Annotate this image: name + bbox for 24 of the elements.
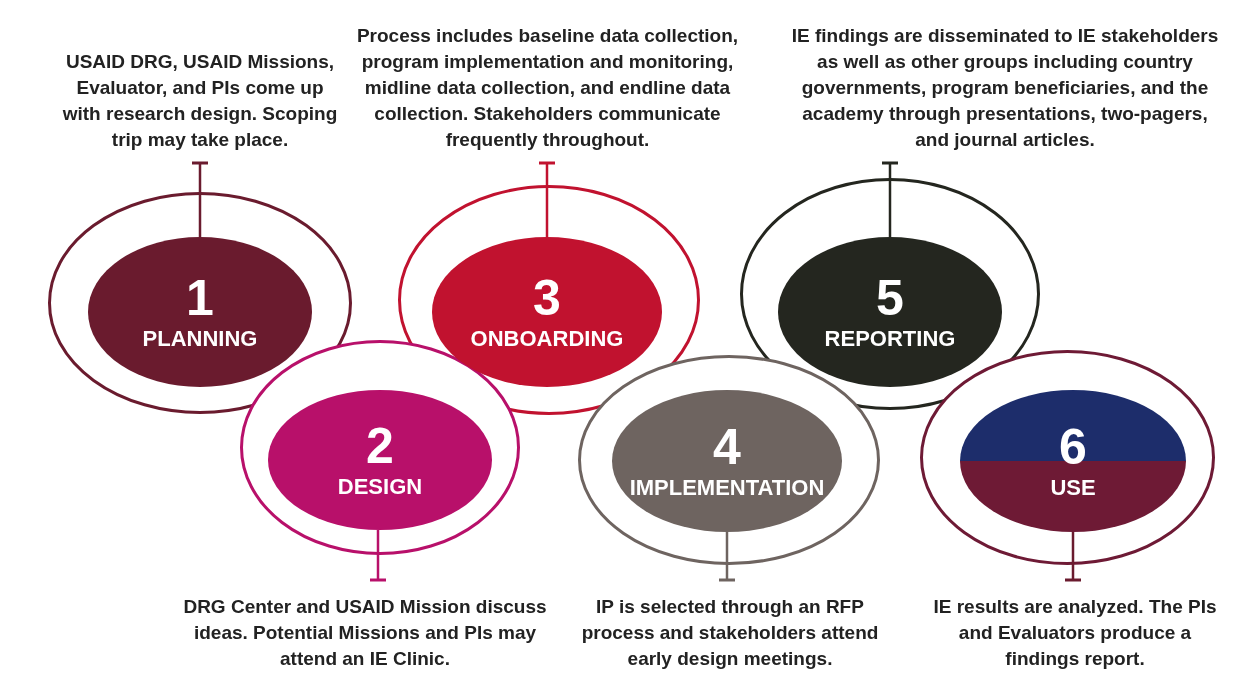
step-title: PLANNING xyxy=(142,325,258,353)
step-title: IMPLEMENTATION xyxy=(629,474,825,502)
description-text: Process includes baseline data collection, program implementation and monitoring, midline data collection, and endline data collection. Stakeholders communicate frequently throughout. xyxy=(350,23,745,163)
leader-line xyxy=(190,161,210,237)
description-text: IE findings are disseminated to IE stakeholders as well as other groups including country governments, program beneficiaries, and the academy through presentations, two-pagers, and journal articles. xyxy=(790,23,1220,163)
step-number: 2 xyxy=(366,419,394,473)
step-title: DESIGN xyxy=(337,473,423,501)
leader-line xyxy=(537,161,557,237)
step-title: USE xyxy=(1050,474,1096,502)
leader-line xyxy=(1063,532,1083,582)
description-text: USAID DRG, USAID Missions, Evaluator, and PIs come up with research design. Scoping trip may take place. xyxy=(60,49,340,163)
step-title: ONBOARDING xyxy=(470,325,624,353)
description-text: IP is selected through an RFP process and stakeholders attend early design meetings. xyxy=(575,580,885,672)
step-number: 5 xyxy=(876,271,904,325)
step-number: 6 xyxy=(1059,420,1087,474)
description-text: IE results are analyzed. The PIs and Evaluators produce a findings report. xyxy=(930,580,1220,672)
step-number: 4 xyxy=(713,420,741,474)
leader-line xyxy=(880,161,900,237)
step-number: 3 xyxy=(533,271,561,325)
step-title: REPORTING xyxy=(824,325,956,353)
leader-line xyxy=(717,532,737,582)
description-text: DRG Center and USAID Mission discuss ideas. Potential Missions and PIs may attend an IE Clinic. xyxy=(180,580,550,672)
step-number: 1 xyxy=(186,271,214,325)
leader-line xyxy=(368,530,388,582)
